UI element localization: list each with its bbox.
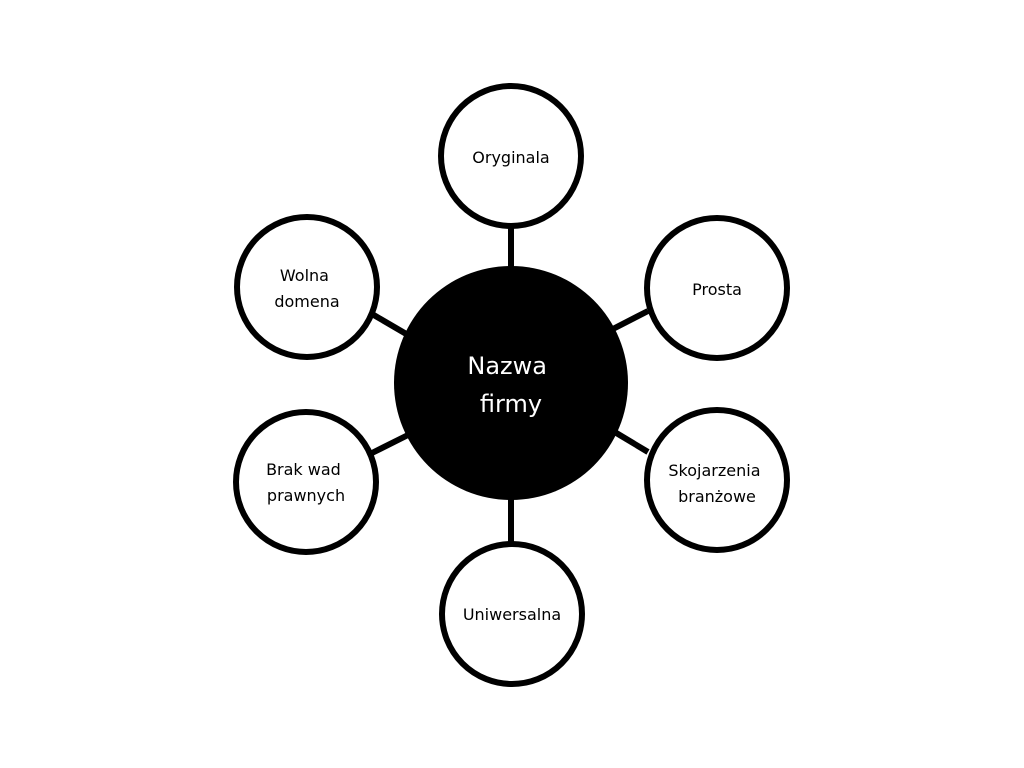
node-lower-left-label-line-2: prawnych: [267, 486, 345, 505]
node-top-label: Oryginala: [472, 148, 549, 167]
center-node-label-line-1: Nazwa: [467, 352, 547, 380]
node-lower-right-label: Skojarzenia branżowe: [668, 461, 765, 506]
connector-upper-right: [607, 308, 650, 334]
center-node-label: Nazwa firmy: [467, 352, 554, 418]
node-lower-left-label-line-1: Brak wad: [266, 460, 341, 479]
node-lower-left-label: Brak wad prawnych: [266, 460, 346, 505]
connector-lower-left: [370, 431, 412, 456]
node-lower-right-label-line-2: branżowe: [678, 487, 756, 506]
node-upper-left-label-line-1: Wolna: [280, 266, 329, 285]
node-upper-left-label-line-2: domena: [274, 292, 339, 311]
connector-upper-left: [370, 311, 410, 338]
node-upper-right-label-line-1: Prosta: [692, 280, 742, 299]
node-upper-right-label: Prosta: [692, 280, 742, 299]
node-top: Oryginala: [438, 83, 584, 229]
node-bottom-label-line-1: Uniwersalna: [463, 605, 561, 624]
node-bottom: Uniwersalna: [439, 541, 585, 687]
node-lower-right: Skojarzenia branżowe: [644, 407, 790, 553]
node-lower-right-label-line-1: Skojarzenia: [668, 461, 760, 480]
node-upper-left-label: Wolna domena: [274, 266, 339, 311]
connector-lower-right: [611, 428, 650, 455]
node-upper-left: Wolna domena: [234, 214, 380, 360]
node-lower-left: Brak wad prawnych: [233, 409, 379, 555]
center-node-label-line-2: firmy: [480, 390, 542, 418]
node-top-label-line-1: Oryginala: [472, 148, 549, 167]
node-bottom-label: Uniwersalna: [463, 605, 561, 624]
node-upper-right: Prosta: [644, 215, 790, 361]
center-node: Nazwa firmy: [394, 266, 628, 500]
